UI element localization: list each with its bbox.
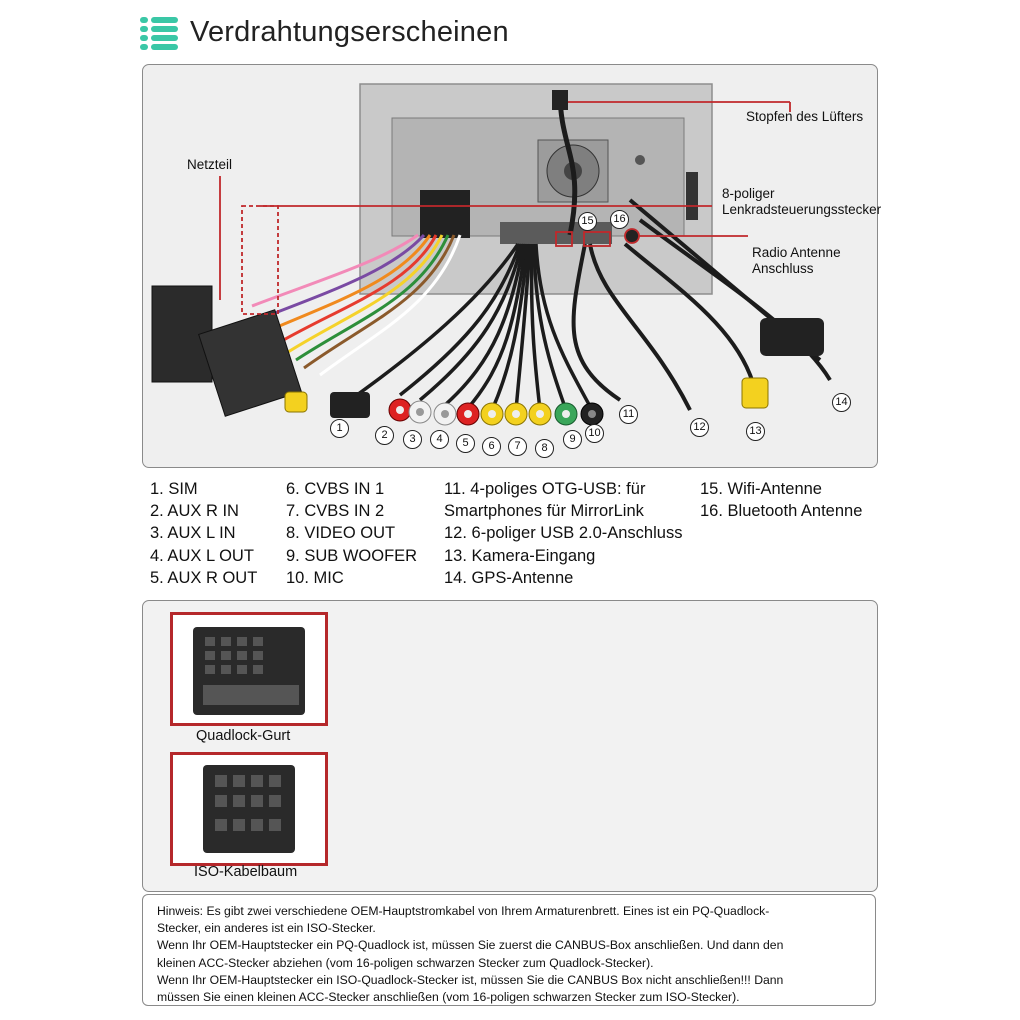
- marker-4: 4: [430, 430, 449, 449]
- legend-item: 11. 4-poliges OTG-USB: für: [444, 480, 646, 498]
- legend-item: Smartphones für MirrorLink: [444, 502, 644, 521]
- marker-5: 5: [456, 434, 475, 453]
- legend-col2: 6. CVBS IN 1 7. CVBS IN 2 8. VIDEO OUT 9…: [286, 478, 417, 589]
- legend-item: 4. AUX L OUT: [150, 546, 254, 565]
- marker-8: 8: [535, 439, 554, 458]
- legend-item: 14. GPS-Antenne: [444, 568, 574, 587]
- fan-plug-label: Stopfen des Lüfters: [746, 109, 864, 124]
- steering-wheel-label: 8-poliger Lenkradsteuerungsstecker: [722, 186, 881, 218]
- legend-col4: 15. Wifi-Antenne 16. Bluetooth Antenne: [700, 478, 862, 522]
- legend-item: 6. CVBS IN 1: [286, 480, 385, 498]
- note-line: kleinen ACC-Stecker abziehen (vom 16-pol…: [157, 955, 654, 970]
- note-line: Wenn Ihr OEM-Hauptstecker ein PQ-Quadloc…: [157, 938, 784, 953]
- power-label: Netzteil: [187, 157, 233, 172]
- legend-item: 13. Kamera-Eingang: [444, 546, 596, 565]
- marker-10: 10: [585, 424, 604, 443]
- marker-1: 1: [330, 419, 349, 438]
- legend-item: 9. SUB WOOFER: [286, 546, 418, 565]
- legend-item: 1. SIM: [150, 480, 198, 498]
- legend-item: 2. AUX R IN: [150, 502, 239, 521]
- list-icon: [140, 15, 178, 50]
- marker-15: 15: [578, 212, 597, 231]
- quadlock-inset: [170, 612, 328, 726]
- marker-3: 3: [403, 430, 422, 449]
- marker-14: 14: [832, 393, 851, 412]
- marker-11: 11: [619, 405, 638, 424]
- marker-2: 2: [375, 426, 394, 445]
- rca-plugs: [284, 391, 604, 426]
- note-line: Hinweis: Es gibt zwei verschiedene OEM-H…: [157, 904, 770, 918]
- marker-7: 7: [508, 437, 527, 456]
- callout-lines: [219, 101, 791, 315]
- radio-antenna-label: Radio Antenne Anschluss: [752, 245, 841, 277]
- legend-item: 10. MIC: [286, 568, 344, 587]
- hint-note: Hinweis: Es gibt zwei verschiedene OEM-H…: [142, 894, 876, 1006]
- steering-label-line2: Lenkradsteuerungsstecker: [722, 202, 882, 217]
- rca-cables: [348, 243, 594, 411]
- marker-6: 6: [482, 437, 501, 456]
- marker-12: 12: [690, 418, 709, 437]
- legend-col1: 1. SIM 2. AUX R IN 3. AUX L IN 4. AUX L …: [150, 478, 257, 589]
- marker-13: 13: [746, 422, 765, 441]
- iso-inset: [170, 752, 328, 866]
- note-line: müssen Sie einen kleinen ACC-Stecker ans…: [157, 990, 740, 1005]
- legend-item: 7. CVBS IN 2: [286, 502, 385, 521]
- marker-16: 16: [610, 210, 629, 229]
- quadlock-label: Quadlock-Gurt: [196, 728, 291, 744]
- radio-label-line1: Radio Antenne: [752, 245, 841, 260]
- power-harness: [251, 233, 462, 377]
- legend-item: 3. AUX L IN: [150, 524, 236, 543]
- radio-label-line2: Anschluss: [752, 261, 814, 276]
- legend-item: 5. AUX R OUT: [150, 568, 258, 587]
- note-line: Stecker, ein anderes ist ein ISO-Stecker…: [157, 921, 376, 936]
- iso-label: ISO-Kabelbaum: [194, 864, 298, 880]
- note-line: Wenn Ihr OEM-Hauptstecker ein ISO-Quadlo…: [157, 972, 784, 987]
- legend-item: 16. Bluetooth Antenne: [700, 502, 863, 521]
- page-title: Verdrahtungserscheinen: [190, 15, 509, 48]
- steering-label-line1: 8-poliger: [722, 186, 775, 201]
- legend-item: 8. VIDEO OUT: [286, 524, 396, 543]
- legend-item: 12. 6-poliger USB 2.0-Anschluss: [444, 524, 683, 543]
- page-header: Verdrahtungserscheinen: [140, 12, 509, 52]
- legend-col3: 11. 4-poliges OTG-USB: für Smartphones f…: [444, 478, 682, 589]
- marker-9: 9: [563, 430, 582, 449]
- legend-item: 15. Wifi-Antenne: [700, 480, 822, 498]
